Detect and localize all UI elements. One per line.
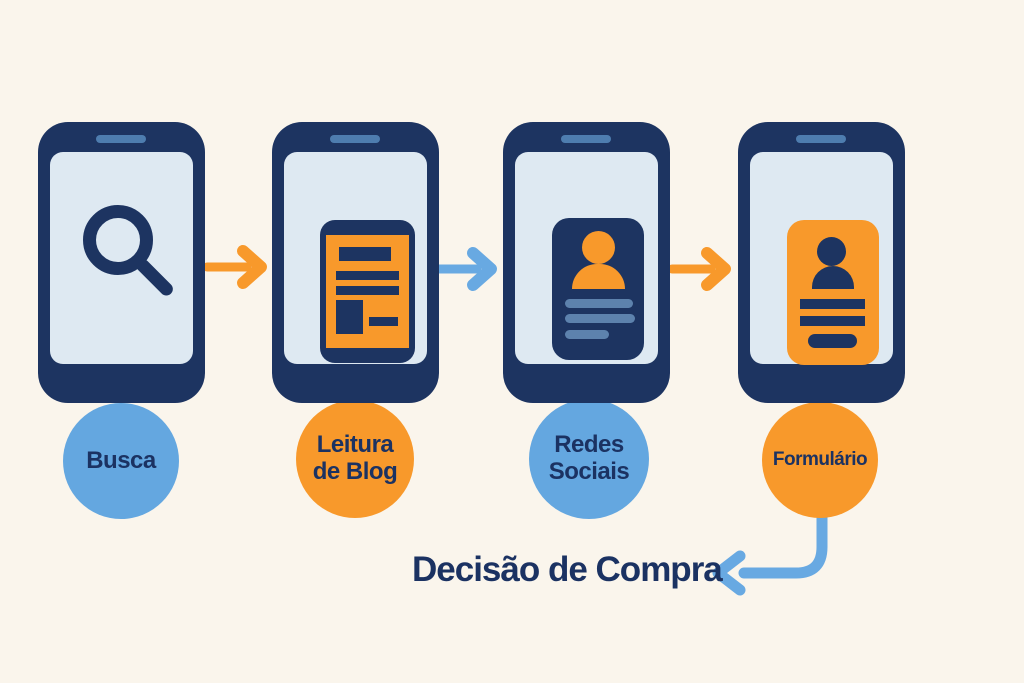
form-button-pill [808,334,857,348]
profile-card-icon [552,218,644,360]
stage-label-formulario: Formulário [772,449,868,471]
form-field-line [800,316,865,326]
phone-redes-sociais [503,122,670,403]
blog-text-line [369,317,398,326]
person-shoulders-icon [572,264,625,289]
phone-speaker [330,135,380,143]
form-field-line [800,299,865,309]
stage-label-redes-sociais: Redes Sociais [548,431,630,485]
stage-badge-formulario: Formulário [762,402,878,518]
arrow-leitura-to-redes [432,247,497,291]
outcome-label-decisao-de-compra: Decisão de Compra [412,550,723,589]
stage-label-busca: Busca [86,446,156,474]
phone-screen [50,152,193,364]
phone-leitura-de-blog [272,122,439,403]
phone-busca [38,122,205,403]
stage-label-leitura-de-blog: Leitura de Blog [312,431,398,485]
blog-text-line [336,271,399,280]
blog-article-icon [320,220,415,363]
blog-title-bar [339,247,391,261]
phone-screen [284,152,427,364]
blog-page [326,235,409,348]
phone-formulario [738,122,905,403]
contact-form-icon [787,220,879,365]
person-head-icon [817,237,846,266]
phone-speaker [561,135,611,143]
stage-badge-leitura-de-blog: Leitura de Blog [296,400,414,518]
magnifier-handle [133,256,176,299]
profile-text-line [565,314,635,323]
stage-badge-redes-sociais: Redes Sociais [529,399,649,519]
arrow-formulario-to-decisao [712,494,828,596]
person-head-icon [582,231,615,264]
phone-screen [515,152,658,364]
arrow-redes-to-formulario [667,247,731,291]
blog-image-block [336,300,363,334]
stage-badge-busca: Busca [63,403,179,519]
profile-text-line [565,299,633,308]
phone-speaker [96,135,146,143]
phone-screen [750,152,893,365]
profile-text-line [565,330,609,339]
person-shoulders-icon [812,266,854,289]
arrow-busca-to-leitura [202,245,267,289]
phone-speaker [796,135,846,143]
blog-text-line [336,286,399,295]
